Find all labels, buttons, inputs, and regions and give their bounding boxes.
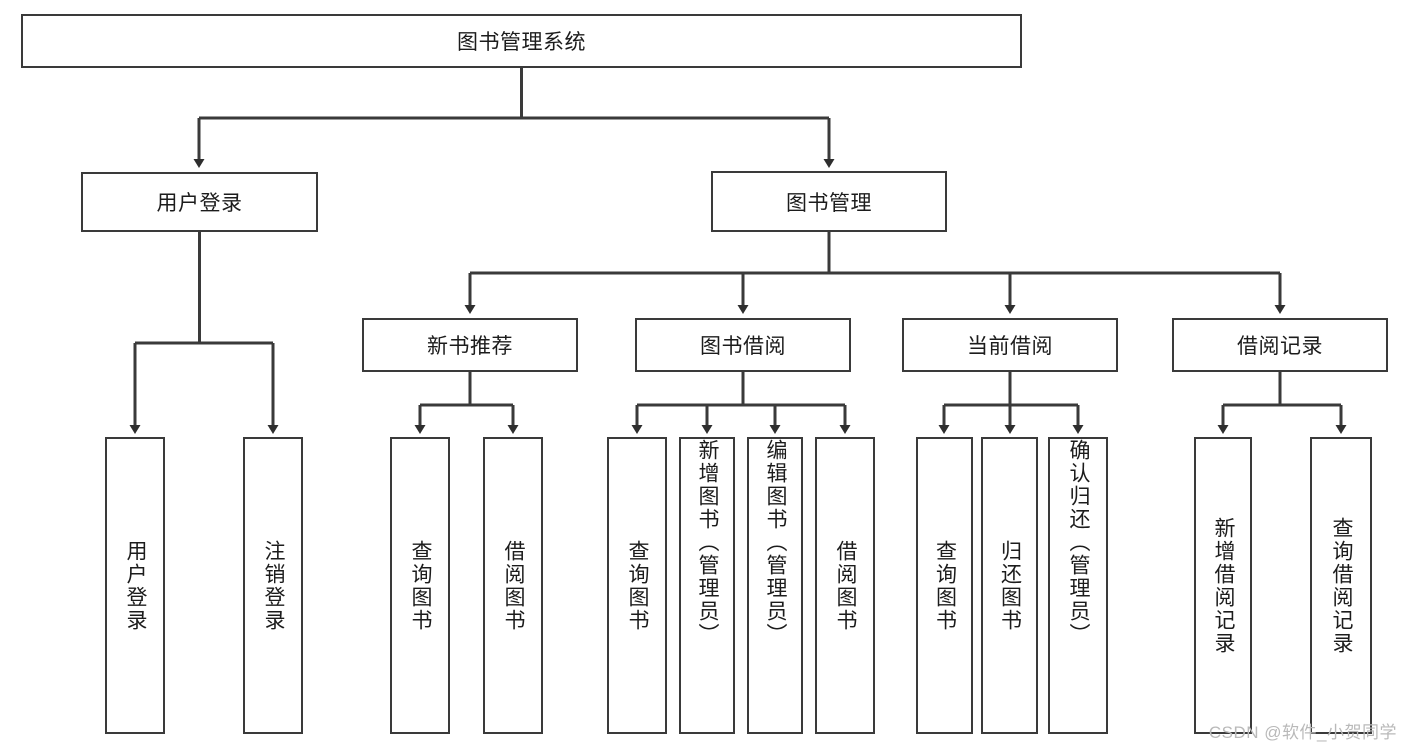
leaf-query-book-1-label: 查询图书 bbox=[409, 539, 433, 632]
node-book-borrow-label: 图书借阅 bbox=[700, 335, 786, 358]
leaf-user-login-label: 用户登录 bbox=[124, 539, 148, 632]
leaf-edit-book[interactable]: 编辑图书（管理员） bbox=[747, 437, 803, 734]
leaf-add-record[interactable]: 新增借阅记录 bbox=[1194, 437, 1252, 734]
leaf-logout[interactable]: 注销登录 bbox=[243, 437, 303, 734]
leaf-borrow-book-2[interactable]: 借阅图书 bbox=[815, 437, 875, 734]
leaf-query-book-3[interactable]: 查询图书 bbox=[916, 437, 973, 734]
node-current-borrow[interactable]: 当前借阅 bbox=[902, 318, 1118, 372]
leaf-query-book-2[interactable]: 查询图书 bbox=[607, 437, 667, 734]
leaf-confirm-return-label: 确认归还（管理员） bbox=[1067, 439, 1091, 646]
leaf-edit-book-label: 编辑图书（管理员） bbox=[764, 439, 788, 646]
node-new-book-recommend-label: 新书推荐 bbox=[427, 335, 513, 358]
node-current-borrow-label: 当前借阅 bbox=[967, 335, 1053, 358]
leaf-return-book-label: 归还图书 bbox=[998, 539, 1022, 632]
leaf-add-record-label: 新增借阅记录 bbox=[1212, 516, 1236, 655]
leaf-query-book-3-label: 查询图书 bbox=[933, 539, 957, 632]
node-book-management[interactable]: 图书管理 bbox=[711, 171, 947, 232]
leaf-logout-label: 注销登录 bbox=[262, 539, 286, 632]
node-book-borrow[interactable]: 图书借阅 bbox=[635, 318, 851, 372]
leaf-query-book-2-label: 查询图书 bbox=[626, 539, 650, 632]
leaf-borrow-book-1-label: 借阅图书 bbox=[502, 539, 526, 632]
leaf-add-book[interactable]: 新增图书（管理员） bbox=[679, 437, 735, 734]
node-root-label: 图书管理系统 bbox=[457, 31, 586, 54]
leaf-user-login[interactable]: 用户登录 bbox=[105, 437, 165, 734]
leaf-return-book[interactable]: 归还图书 bbox=[981, 437, 1038, 734]
node-borrow-record[interactable]: 借阅记录 bbox=[1172, 318, 1388, 372]
leaf-add-book-label: 新增图书（管理员） bbox=[696, 439, 720, 646]
leaf-confirm-return[interactable]: 确认归还（管理员） bbox=[1048, 437, 1108, 734]
node-new-book-recommend[interactable]: 新书推荐 bbox=[362, 318, 578, 372]
leaf-borrow-book-1[interactable]: 借阅图书 bbox=[483, 437, 543, 734]
node-root[interactable]: 图书管理系统 bbox=[21, 14, 1022, 68]
leaf-query-record-label: 查询借阅记录 bbox=[1330, 516, 1354, 655]
leaf-query-record[interactable]: 查询借阅记录 bbox=[1310, 437, 1372, 734]
leaf-borrow-book-2-label: 借阅图书 bbox=[834, 539, 858, 632]
node-borrow-record-label: 借阅记录 bbox=[1237, 335, 1323, 358]
node-user-login-label: 用户登录 bbox=[156, 192, 243, 215]
leaf-query-book-1[interactable]: 查询图书 bbox=[390, 437, 450, 734]
node-book-management-label: 图书管理 bbox=[786, 191, 872, 215]
watermark: CSDN @软件_小贺同学 bbox=[1208, 723, 1397, 742]
node-user-login[interactable]: 用户登录 bbox=[81, 172, 318, 232]
